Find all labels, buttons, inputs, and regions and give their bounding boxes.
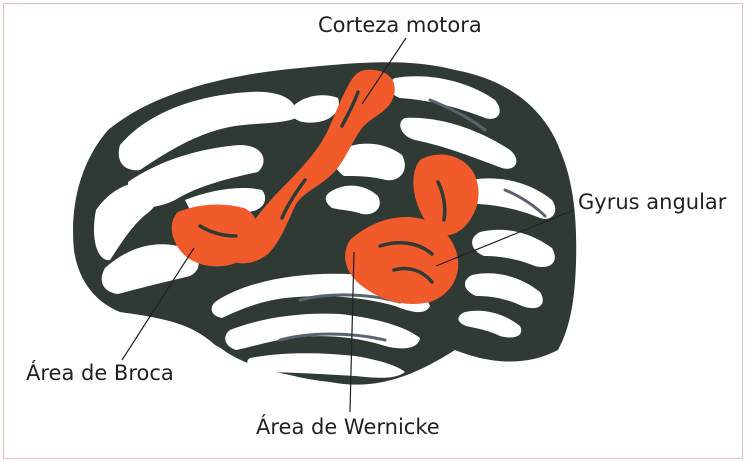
wernicke-area-label: Área de Wernicke xyxy=(256,417,440,438)
angular-gyrus-label: Gyrus angular xyxy=(578,192,726,213)
motor-cortex-label: Corteza motora xyxy=(318,15,482,36)
broca-area-label: Área de Broca xyxy=(26,363,174,384)
